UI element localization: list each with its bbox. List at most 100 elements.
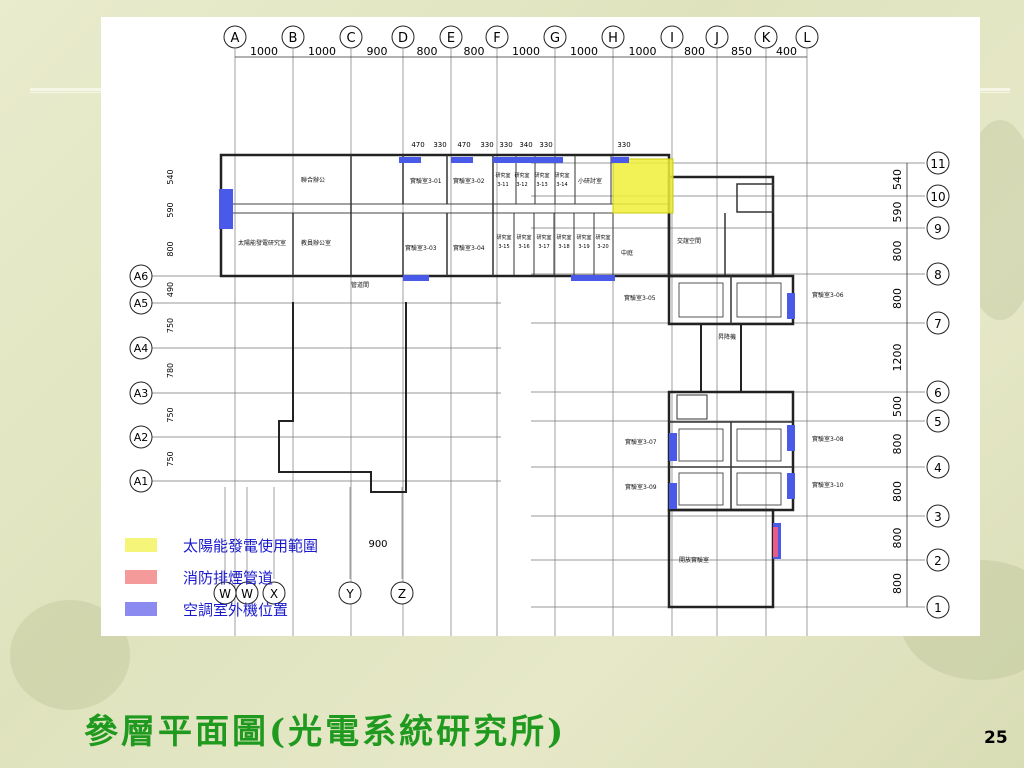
row-axis-label: 5 bbox=[934, 415, 942, 429]
room-lab303: 實驗室3-03 bbox=[405, 244, 437, 252]
row-dimension: 750 bbox=[166, 318, 175, 333]
column-dimension: 800 bbox=[464, 45, 485, 58]
lab-desks bbox=[678, 428, 724, 462]
column-axis-marker bbox=[543, 25, 567, 49]
room-patio: 中庭 bbox=[621, 249, 633, 257]
study-room-type: 研究室 bbox=[496, 234, 511, 241]
lab-desks bbox=[678, 282, 724, 318]
column-axis-label: C bbox=[346, 31, 355, 46]
north-wing-outline bbox=[219, 153, 671, 278]
column-axis-label: K bbox=[762, 31, 771, 46]
study-room-number: 3-11 bbox=[497, 182, 508, 188]
row-axis-marker bbox=[926, 184, 950, 208]
column-axis-marker bbox=[391, 25, 415, 49]
room-elevator: 昇降機 bbox=[718, 333, 736, 341]
row-axis-label: 3 bbox=[934, 510, 942, 524]
row-axis-label: A3 bbox=[134, 387, 149, 400]
row-dimension: 540 bbox=[891, 169, 904, 190]
row-dimension: 800 bbox=[891, 481, 904, 502]
row-axis-marker bbox=[129, 291, 153, 315]
ac-unit-marker bbox=[787, 425, 795, 451]
study-rooms: 研究室3-11研究室3-12研究室3-13研究室3-14研究室3-15研究室3-… bbox=[495, 172, 610, 250]
study-room-number: 3-20 bbox=[597, 244, 608, 250]
row-dimension: 800 bbox=[891, 528, 904, 549]
row-dimension: 1200 bbox=[891, 344, 904, 372]
ac-unit-markers bbox=[219, 157, 795, 559]
column-axis-label: A bbox=[231, 31, 240, 46]
top-dimension: 330 bbox=[539, 141, 552, 149]
study-room-number: 3-12 bbox=[516, 182, 527, 188]
legend-item-smoke-duct: 消防排煙管道 bbox=[125, 567, 273, 587]
ac-unit-marker bbox=[611, 157, 629, 163]
solar-usage-area bbox=[612, 158, 674, 214]
row-axis-label: 7 bbox=[934, 317, 942, 331]
page-number: 25 bbox=[984, 728, 1008, 748]
study-room-type: 研究室 bbox=[495, 172, 510, 179]
study-room-number: 3-17 bbox=[538, 244, 549, 250]
room-office: 教員辦公室 bbox=[301, 239, 331, 247]
legend-swatch bbox=[125, 538, 157, 552]
study-room-type: 研究室 bbox=[536, 234, 551, 241]
study-room-type: 研究室 bbox=[516, 234, 531, 241]
column-axis-marker bbox=[754, 25, 778, 49]
column-axis-marker bbox=[439, 25, 463, 49]
row-axis-marker bbox=[129, 264, 153, 288]
study-room-number: 3-13 bbox=[536, 182, 547, 188]
void-outline bbox=[278, 302, 407, 493]
ac-unit-marker bbox=[403, 275, 429, 281]
ac-unit-marker bbox=[399, 157, 421, 163]
ac-unit-marker bbox=[669, 433, 677, 461]
room-lab306: 實驗室3-06 bbox=[812, 291, 844, 299]
column-axis-label: E bbox=[447, 31, 455, 46]
row-dimension: 490 bbox=[166, 282, 175, 297]
column-axis-marker bbox=[601, 25, 625, 49]
row-axis-label: 10 bbox=[930, 190, 945, 204]
room-lab308: 實驗室3-08 bbox=[812, 435, 844, 443]
column-axis-marker bbox=[795, 25, 819, 49]
study-room-number: 3-14 bbox=[556, 182, 567, 188]
row-dimension: 800 bbox=[891, 434, 904, 455]
column-axis-marker bbox=[390, 581, 414, 605]
row-dimension: 590 bbox=[166, 202, 175, 217]
stair-core bbox=[736, 183, 774, 213]
ac-unit-marker bbox=[451, 157, 473, 163]
row-axis-label: 6 bbox=[934, 386, 942, 400]
row-dimension: 750 bbox=[166, 451, 175, 466]
row-axis-marker bbox=[926, 151, 950, 175]
ac-unit-marker bbox=[571, 275, 615, 281]
column-axis-label: H bbox=[608, 31, 618, 46]
column-axis-marker bbox=[235, 581, 259, 605]
slide-title: 參層平面圖(光電系統研究所) bbox=[84, 712, 567, 752]
column-axis-label: W bbox=[241, 587, 253, 601]
row-axis-label: A4 bbox=[134, 342, 149, 355]
room-solar-lab: 太陽能發電研究室 bbox=[238, 239, 286, 247]
row-axis-marker bbox=[129, 469, 153, 493]
row-axis-label: A2 bbox=[134, 431, 149, 444]
row-axis-label: 2 bbox=[934, 554, 942, 568]
study-room-number: 3-16 bbox=[518, 244, 529, 250]
row-dimension: 540 bbox=[166, 169, 175, 184]
row-dimension: 800 bbox=[891, 288, 904, 309]
top-dimension: 470 bbox=[457, 141, 470, 149]
row-axis-marker bbox=[926, 455, 950, 479]
row-axis-marker bbox=[926, 409, 950, 433]
study-room-type: 研究室 bbox=[576, 234, 591, 241]
room-shaft: 管道間 bbox=[351, 281, 369, 289]
column-axis-label: X bbox=[270, 587, 278, 601]
column-axis-label: I bbox=[670, 31, 674, 46]
row-axis-label: 9 bbox=[934, 222, 942, 236]
room-lab309: 實驗室3-09 bbox=[625, 483, 657, 491]
room-meeting: 聯合辦公 bbox=[301, 176, 325, 184]
ac-unit-marker bbox=[219, 189, 233, 229]
study-room-type: 研究室 bbox=[595, 234, 610, 241]
room-lab305: 實驗室3-05 bbox=[624, 294, 656, 302]
row-dimension: 800 bbox=[891, 241, 904, 262]
row-axis-marker bbox=[926, 216, 950, 240]
study-room-type: 研究室 bbox=[534, 172, 549, 179]
column-axis-label: J bbox=[714, 31, 719, 46]
bottom-dimension: 900 bbox=[368, 539, 387, 550]
legend-swatch bbox=[125, 570, 157, 584]
column-axis-marker bbox=[339, 25, 363, 49]
